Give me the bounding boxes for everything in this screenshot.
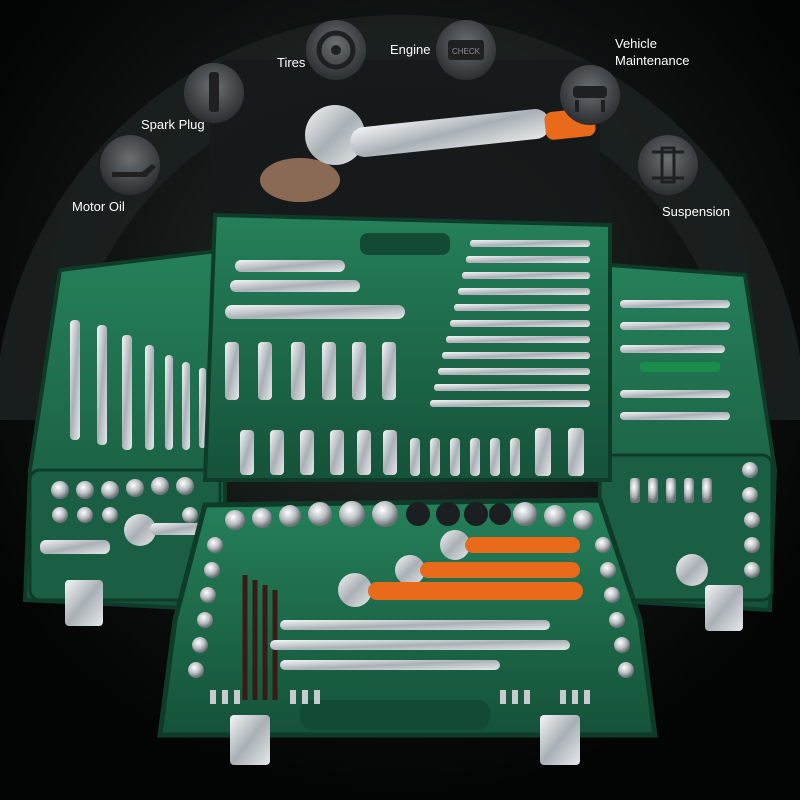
label-motor-oil: Motor Oil (72, 199, 125, 214)
right-latch (705, 585, 743, 631)
right-tool-case (592, 262, 778, 631)
tire-icon (306, 20, 366, 80)
ratchets-orange (338, 530, 583, 607)
arc-ring (0, 15, 800, 421)
socket-rows (188, 501, 634, 678)
front-tool-case (157, 497, 658, 765)
label-spark-plug: Spark Plug (141, 117, 205, 132)
chassis-icon (638, 135, 698, 195)
spark-plug-icon (184, 63, 244, 123)
oil-can-icon (100, 135, 160, 195)
car-lift-icon (560, 65, 620, 125)
left-tool-case (22, 247, 227, 626)
label-engine: Engine (390, 42, 431, 57)
hand (260, 158, 340, 202)
combo-wrenches (430, 240, 590, 407)
ratchet-wrenches (225, 260, 405, 319)
bits-row (210, 690, 590, 704)
extension-bars (270, 620, 570, 670)
front-left-latch (230, 715, 270, 765)
center-lid-case (202, 212, 612, 482)
top-ratchet (305, 105, 596, 165)
check-engine-icon: CHECK (436, 20, 496, 80)
label-tires: Tires (277, 55, 306, 70)
label-vehicle-line2: Maintenance (615, 53, 690, 68)
label-vehicle-line1: Vehicle (615, 36, 657, 51)
check-engine-text: CHECK (452, 47, 481, 56)
front-right-latch (540, 715, 580, 765)
label-suspension: Suspension (662, 204, 730, 219)
left-latch (65, 580, 103, 626)
left-wrenches (70, 320, 206, 450)
deep-sockets (225, 342, 584, 476)
label-vehicle-maintenance: Vehicle Maintenance (615, 35, 715, 69)
